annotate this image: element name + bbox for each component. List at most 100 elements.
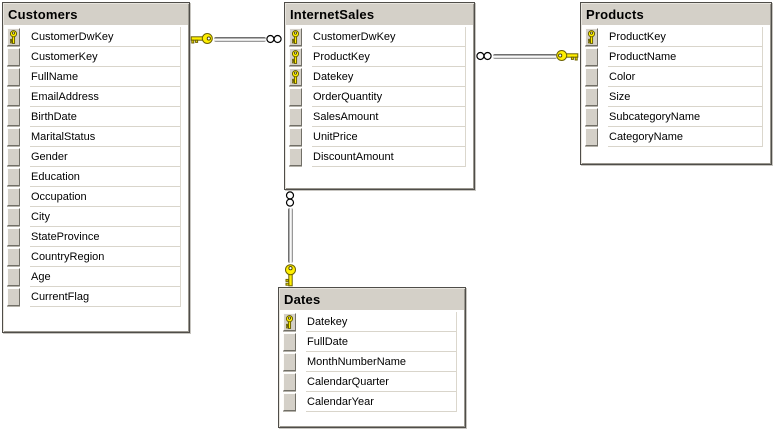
table-products-header[interactable]: Products — [582, 4, 770, 25]
row-selector-button[interactable] — [283, 353, 296, 371]
row-selector-button[interactable] — [7, 148, 20, 166]
key-one-side-icon — [285, 264, 296, 287]
column-name: DiscountAmount — [312, 147, 465, 167]
column-row[interactable]: UnitPrice — [289, 127, 465, 147]
row-selector-button[interactable] — [283, 373, 296, 391]
column-row[interactable]: BirthDate — [7, 107, 180, 127]
relationship-internetsales-dates[interactable] — [282, 190, 298, 287]
row-selector-button[interactable] — [585, 48, 598, 66]
row-selector-button[interactable] — [585, 28, 598, 46]
column-name: CustomerKey — [30, 47, 180, 67]
column-row[interactable]: MonthNumberName — [283, 352, 456, 372]
primary-key-icon — [291, 30, 300, 44]
row-selector-button[interactable] — [7, 228, 20, 246]
column-row[interactable]: Education — [7, 167, 180, 187]
row-selector-button[interactable] — [283, 333, 296, 351]
relationship-internetsales-products[interactable] — [475, 48, 580, 64]
column-row[interactable]: CountryRegion — [7, 247, 180, 267]
row-selector-button[interactable] — [7, 28, 20, 46]
row-selector-button[interactable] — [289, 88, 302, 106]
row-selector-button[interactable] — [7, 128, 20, 146]
column-row[interactable]: Occupation — [7, 187, 180, 207]
column-row[interactable]: SubcategoryName — [585, 107, 762, 127]
column-row[interactable]: ProductKey — [585, 27, 762, 47]
column-name: CustomerDwKey — [312, 27, 465, 47]
column-row[interactable]: Gender — [7, 147, 180, 167]
table-dates-header[interactable]: Dates — [280, 289, 464, 310]
row-selector-button[interactable] — [289, 128, 302, 146]
row-selector-button[interactable] — [7, 248, 20, 266]
row-selector-button[interactable] — [7, 268, 20, 286]
row-selector-button[interactable] — [585, 108, 598, 126]
row-selector-button[interactable] — [289, 48, 302, 66]
column-row[interactable]: Age — [7, 267, 180, 287]
row-selector-button[interactable] — [7, 168, 20, 186]
column-row[interactable]: CalendarYear — [283, 392, 456, 412]
row-selector-button[interactable] — [585, 88, 598, 106]
table-internetsales-header[interactable]: InternetSales — [286, 4, 473, 25]
row-selector-button[interactable] — [7, 68, 20, 86]
column-name: CountryRegion — [30, 247, 180, 267]
column-row[interactable]: Datekey — [289, 67, 465, 87]
column-row[interactable]: CurrentFlag — [7, 287, 180, 307]
primary-key-icon — [9, 30, 18, 44]
relationship-line[interactable] — [493, 54, 557, 59]
column-name: ProductKey — [608, 27, 762, 47]
column-name: CustomerDwKey — [30, 27, 180, 47]
row-selector-button[interactable] — [7, 188, 20, 206]
column-row[interactable]: CategoryName — [585, 127, 762, 147]
relationship-line[interactable] — [214, 37, 266, 42]
row-selector-button[interactable] — [7, 88, 20, 106]
row-selector-button[interactable] — [7, 288, 20, 306]
column-row[interactable]: FullDate — [283, 332, 456, 352]
column-row[interactable]: FullName — [7, 67, 180, 87]
column-row[interactable]: StateProvince — [7, 227, 180, 247]
column-row[interactable]: City — [7, 207, 180, 227]
row-selector-button[interactable] — [585, 68, 598, 86]
column-row[interactable]: Size — [585, 87, 762, 107]
column-row[interactable]: DiscountAmount — [289, 147, 465, 167]
relationship-line[interactable] — [288, 208, 293, 263]
column-name: BirthDate — [30, 107, 180, 127]
column-name: MaritalStatus — [30, 127, 180, 147]
column-row[interactable]: EmailAddress — [7, 87, 180, 107]
column-row[interactable]: CustomerKey — [7, 47, 180, 67]
column-row[interactable]: ProductKey — [289, 47, 465, 67]
column-row[interactable]: CustomerDwKey — [289, 27, 465, 47]
column-name: Occupation — [30, 187, 180, 207]
row-selector-button[interactable] — [283, 313, 296, 331]
column-name: OrderQuantity — [312, 87, 465, 107]
relationship-customers-internetsales[interactable] — [188, 31, 285, 47]
column-name: FullDate — [306, 332, 456, 352]
row-selector-button[interactable] — [289, 68, 302, 86]
row-selector-button[interactable] — [289, 148, 302, 166]
table-customers-header[interactable]: Customers — [4, 4, 188, 25]
row-selector-button[interactable] — [283, 393, 296, 411]
row-selector-button[interactable] — [585, 128, 598, 146]
row-selector-button[interactable] — [7, 208, 20, 226]
row-selector-button[interactable] — [7, 48, 20, 66]
column-row[interactable]: ProductName — [585, 47, 762, 67]
column-name: StateProvince — [30, 227, 180, 247]
primary-key-icon — [285, 315, 294, 329]
column-row[interactable]: Color — [585, 67, 762, 87]
row-selector-button[interactable] — [289, 108, 302, 126]
column-row[interactable]: SalesAmount — [289, 107, 465, 127]
column-name: City — [30, 207, 180, 227]
column-name: MonthNumberName — [306, 352, 456, 372]
column-row[interactable]: MaritalStatus — [7, 127, 180, 147]
column-name: ProductKey — [312, 47, 465, 67]
row-selector-button[interactable] — [289, 28, 302, 46]
column-row[interactable]: Datekey — [283, 312, 456, 332]
column-row[interactable]: CalendarQuarter — [283, 372, 456, 392]
row-selector-button[interactable] — [7, 108, 20, 126]
column-row[interactable]: OrderQuantity — [289, 87, 465, 107]
column-row[interactable]: CustomerDwKey — [7, 27, 180, 47]
